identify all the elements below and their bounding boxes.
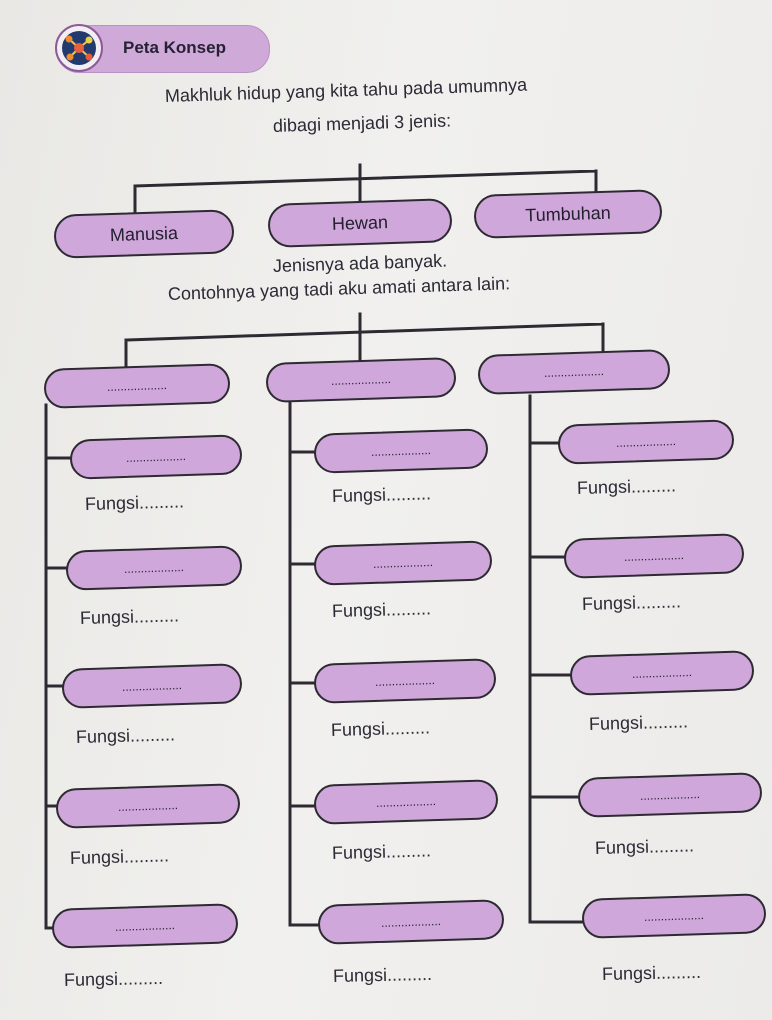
fungsi-middle-3: Fungsi......... xyxy=(330,717,431,740)
blank-line: .................. xyxy=(125,449,187,465)
fungsi-right-5: Fungsi......... xyxy=(601,961,702,984)
concept-map-badge: Peta Konsep xyxy=(55,24,270,73)
concept-map-icon xyxy=(55,24,103,72)
blank-line: .................. xyxy=(123,560,185,576)
blank-line: .................. xyxy=(375,794,437,810)
item-pill-right-1: .................. xyxy=(557,419,735,465)
blank-line: .................. xyxy=(121,678,183,694)
fungsi-right-1: Fungsi......... xyxy=(576,475,677,498)
fungsi-middle-1: Fungsi......... xyxy=(331,483,432,506)
blank-line: .................. xyxy=(623,548,685,564)
fungsi-right-2: Fungsi......... xyxy=(581,591,682,614)
blank-line: .................. xyxy=(639,787,701,803)
fungsi-middle-5: Fungsi......... xyxy=(332,963,433,986)
example-pill-right: .................. xyxy=(477,348,671,396)
example-pill-left: .................. xyxy=(43,363,231,409)
item-pill-left-5: .................. xyxy=(51,903,239,949)
fungsi-right-4: Fungsi......... xyxy=(594,835,695,858)
blank-line: .................. xyxy=(643,908,705,924)
fungsi-right-3: Fungsi......... xyxy=(588,711,689,734)
blank-line: .................. xyxy=(380,914,442,930)
category-label: Tumbuhan xyxy=(524,202,611,225)
item-pill-right-4: .................. xyxy=(577,772,763,818)
blank-line: .................. xyxy=(114,918,176,934)
category-tumbuhan: Tumbuhan xyxy=(473,189,663,239)
item-pill-left-4: .................. xyxy=(55,783,241,829)
item-pill-middle-3: .................. xyxy=(313,658,497,704)
blank-line: .................. xyxy=(372,555,434,571)
fungsi-left-5: Fungsi......... xyxy=(63,967,164,990)
fungsi-left-1: Fungsi......... xyxy=(84,491,185,514)
item-pill-middle-4: .................. xyxy=(313,779,499,825)
fungsi-middle-2: Fungsi......... xyxy=(331,598,432,621)
blank-line: .................. xyxy=(543,364,605,380)
item-pill-left-2: .................. xyxy=(65,545,243,591)
blank-line: .................. xyxy=(374,673,436,689)
category-hewan: Hewan xyxy=(267,198,453,248)
item-pill-right-2: .................. xyxy=(563,533,745,579)
blank-line: .................. xyxy=(631,665,693,681)
blank-line: .................. xyxy=(370,443,432,459)
fungsi-left-3: Fungsi......... xyxy=(75,724,176,747)
example-pill-middle: .................. xyxy=(265,357,457,403)
fungsi-middle-4: Fungsi......... xyxy=(331,840,432,863)
item-pill-right-3: .................. xyxy=(569,650,755,696)
category-label: Manusia xyxy=(109,222,179,245)
blank-line: .................. xyxy=(615,434,677,450)
blank-line: .................. xyxy=(106,378,168,394)
category-label: Hewan xyxy=(331,211,389,234)
category-manusia: Manusia xyxy=(53,209,235,259)
fungsi-left-4: Fungsi......... xyxy=(69,845,170,868)
blank-line: .................. xyxy=(330,372,392,388)
item-pill-left-3: .................. xyxy=(61,663,243,709)
item-pill-left-1: .................. xyxy=(69,434,243,480)
item-pill-middle-1: .................. xyxy=(313,428,489,474)
fungsi-left-2: Fungsi......... xyxy=(79,605,180,628)
blank-line: .................. xyxy=(117,798,179,814)
item-pill-right-5: .................. xyxy=(581,893,767,939)
page-title: Peta Konsep xyxy=(123,38,226,57)
item-pill-middle-2: .................. xyxy=(313,540,493,586)
item-pill-middle-5: .................. xyxy=(317,899,505,945)
